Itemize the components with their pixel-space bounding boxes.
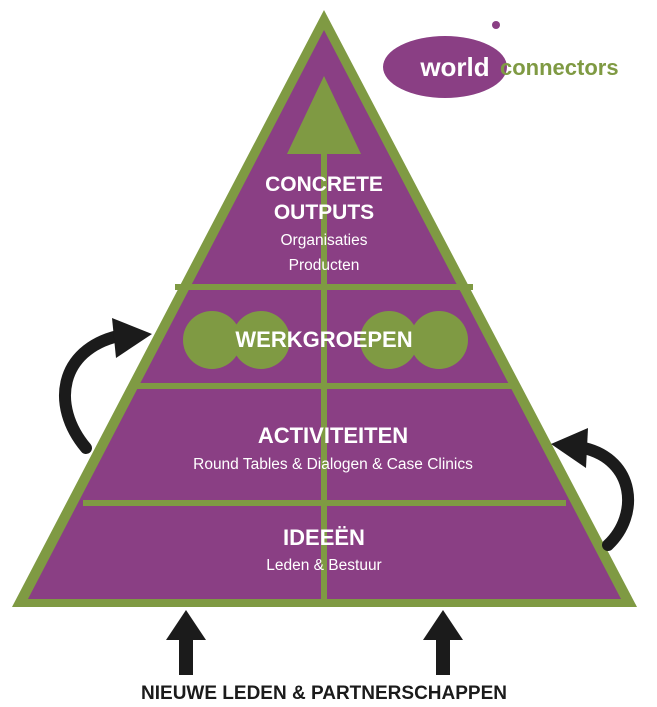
workgroup-circles xyxy=(183,311,468,369)
level-top-title-1: CONCRETE xyxy=(265,173,383,196)
level-top-title-2: OUTPUTS xyxy=(274,201,374,224)
pyramid xyxy=(12,10,637,607)
level-bottom-title: IDEEËN xyxy=(283,525,365,550)
logo-dot xyxy=(492,21,500,29)
level-top-sub-1: Organisaties xyxy=(280,232,367,249)
logo-word-connectors: connectors xyxy=(500,55,619,80)
up-arrow-right xyxy=(423,610,463,675)
curved-arrow-right xyxy=(551,428,634,551)
logo-word-world: world xyxy=(419,52,489,82)
workgroup-circle xyxy=(232,311,290,369)
bottom-caption: NIEUWE LEDEN & PARTNERSCHAPPEN xyxy=(141,683,507,704)
logo-ellipse xyxy=(383,36,507,98)
center-arrowhead xyxy=(287,76,361,154)
level-third-subtitle: Round Tables & Dialogen & Case Clinics xyxy=(193,456,473,473)
level-top-sub-2: Producten xyxy=(289,257,360,274)
world-connectors-logo: world connectors xyxy=(383,21,619,98)
workgroup-circle xyxy=(183,311,241,369)
curved-arrow-left xyxy=(59,318,152,454)
level-second-title: WERKGROEPEN xyxy=(235,327,412,352)
up-arrow-left xyxy=(166,610,206,675)
workgroup-circle xyxy=(410,311,468,369)
level-third-title: ACTIVITEITEN xyxy=(258,423,408,448)
level-bottom-subtitle: Leden & Bestuur xyxy=(266,557,381,574)
workgroup-circle xyxy=(360,311,418,369)
